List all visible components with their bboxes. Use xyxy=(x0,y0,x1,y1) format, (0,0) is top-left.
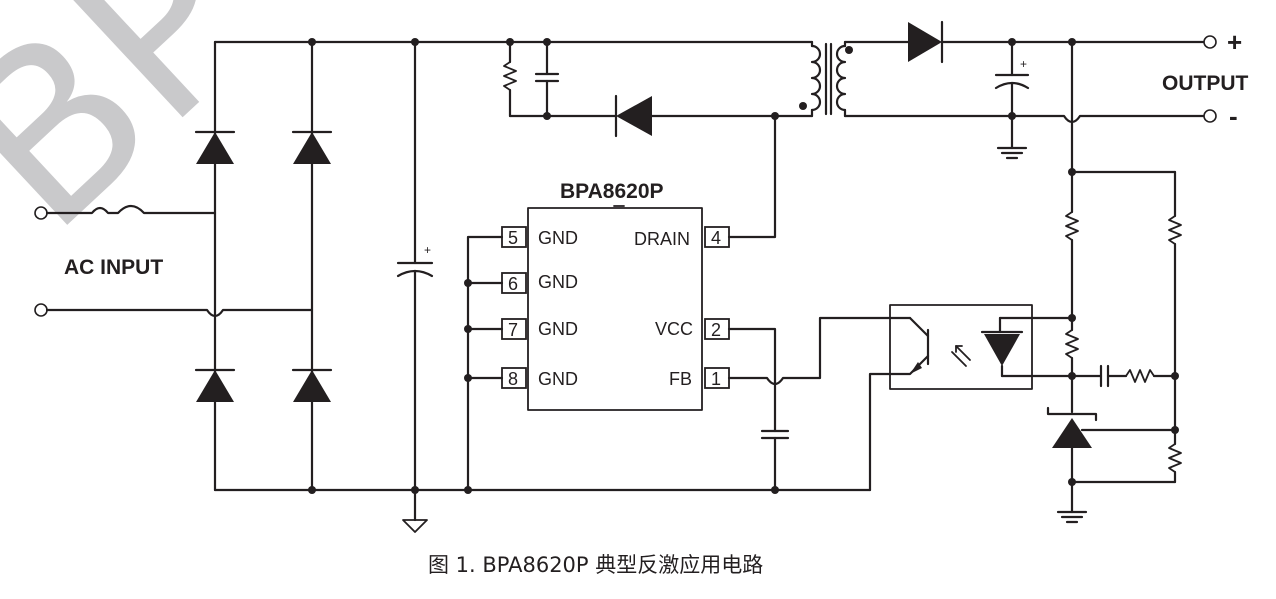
ac-input: AC INPUT xyxy=(34,204,314,318)
svg-text:-: - xyxy=(1229,101,1238,131)
svg-text:1: 1 xyxy=(711,369,721,389)
bridge-diode-bottom-left xyxy=(194,368,236,402)
secondary-output: + + - OUTPUT xyxy=(843,20,1249,160)
figure-caption: 图 1. BPA8620P 典型反激应用电路 xyxy=(428,553,763,577)
bridge-diode-top-left xyxy=(194,130,236,164)
svg-text:+: + xyxy=(1020,57,1027,71)
svg-text:GND: GND xyxy=(538,228,578,248)
output-diode xyxy=(908,22,942,62)
svg-text:7: 7 xyxy=(508,320,518,340)
polarity-dot-primary xyxy=(799,102,807,110)
output-label: OUTPUT xyxy=(1162,72,1249,95)
rails xyxy=(213,38,872,494)
svg-text:DRAIN: DRAIN xyxy=(634,229,690,249)
ic-wiring xyxy=(464,114,892,492)
chip-part-number: BPA8620P xyxy=(560,180,664,203)
ac-input-label: AC INPUT xyxy=(64,256,163,279)
bulk-capacitor: + xyxy=(396,40,434,533)
snubber-diode xyxy=(616,96,652,136)
svg-text:6: 6 xyxy=(508,274,518,294)
svg-text:2: 2 xyxy=(711,320,721,340)
ground-symbol xyxy=(402,519,428,533)
bridge-rectifier xyxy=(194,40,333,492)
controller-ic: BPA8620P 5 GND 6 GND 7 GND 8 GND 4 DRAIN xyxy=(501,180,730,411)
pin-6: 6 GND xyxy=(501,272,578,294)
pin-5: 5 GND xyxy=(501,226,578,248)
svg-text:8: 8 xyxy=(508,369,518,389)
pin-1: 1 FB xyxy=(669,367,730,389)
feedback-network xyxy=(1030,40,1182,524)
pin-7: 7 GND xyxy=(501,318,578,340)
svg-text:VCC: VCC xyxy=(655,319,693,339)
svg-text:GND: GND xyxy=(538,272,578,292)
optocoupler xyxy=(888,304,1034,390)
pin-8: 8 GND xyxy=(501,367,578,389)
svg-text:+: + xyxy=(424,243,431,257)
polarity-dot-secondary xyxy=(845,46,853,54)
bridge-diode-top-right xyxy=(291,130,333,164)
svg-text:GND: GND xyxy=(538,319,578,339)
rcd-snubber xyxy=(503,40,814,138)
pin-2: 2 VCC xyxy=(655,318,730,340)
bridge-diode-bottom-right xyxy=(291,368,333,402)
transformer xyxy=(799,40,853,118)
svg-text:5: 5 xyxy=(508,228,518,248)
svg-text:4: 4 xyxy=(711,228,721,248)
pin-4: 4 DRAIN xyxy=(634,226,730,249)
svg-text:+: + xyxy=(1227,27,1242,57)
shunt-regulator xyxy=(1046,406,1177,524)
svg-text:GND: GND xyxy=(538,369,578,389)
svg-text:FB: FB xyxy=(669,369,692,389)
